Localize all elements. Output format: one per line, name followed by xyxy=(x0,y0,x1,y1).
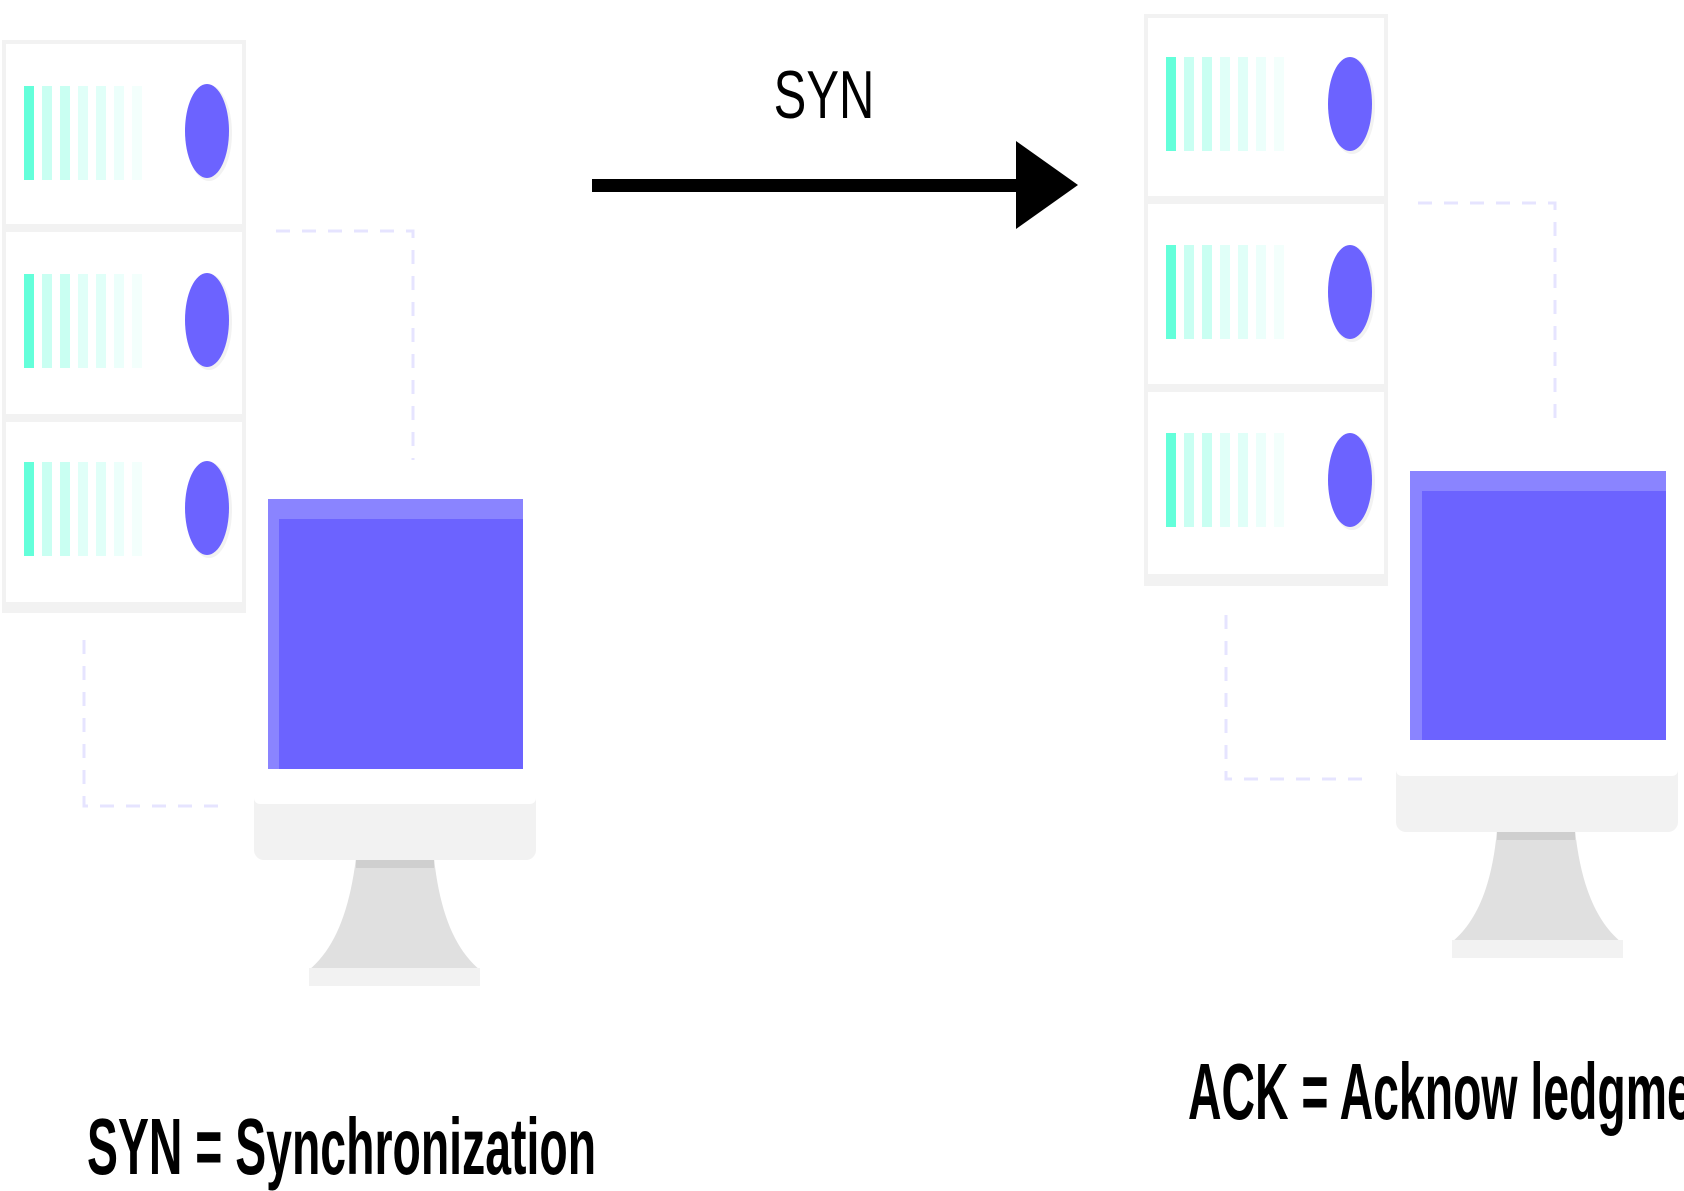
desktop-monitor-icon xyxy=(254,470,536,986)
server-rack-icon xyxy=(1144,14,1388,586)
syn-arrow xyxy=(592,141,1078,229)
left-dashed-connector-bottom xyxy=(82,640,222,808)
arrow-label: SYN xyxy=(774,56,875,133)
desktop-monitor-icon xyxy=(1396,442,1678,958)
left-caption: SYN = Synchronization xyxy=(87,1102,596,1191)
right-host-group xyxy=(1144,14,1678,958)
right-caption: ACK = Acknow ledgment xyxy=(1188,1047,1684,1136)
right-dashed-connector-bottom xyxy=(1224,615,1364,781)
left-host-group xyxy=(2,40,536,986)
arrow-shaft xyxy=(592,179,1022,192)
server-rack-icon xyxy=(2,40,246,613)
left-dashed-connector-top xyxy=(276,229,415,460)
right-dashed-connector-top xyxy=(1418,201,1557,430)
arrow-head xyxy=(1016,141,1078,229)
